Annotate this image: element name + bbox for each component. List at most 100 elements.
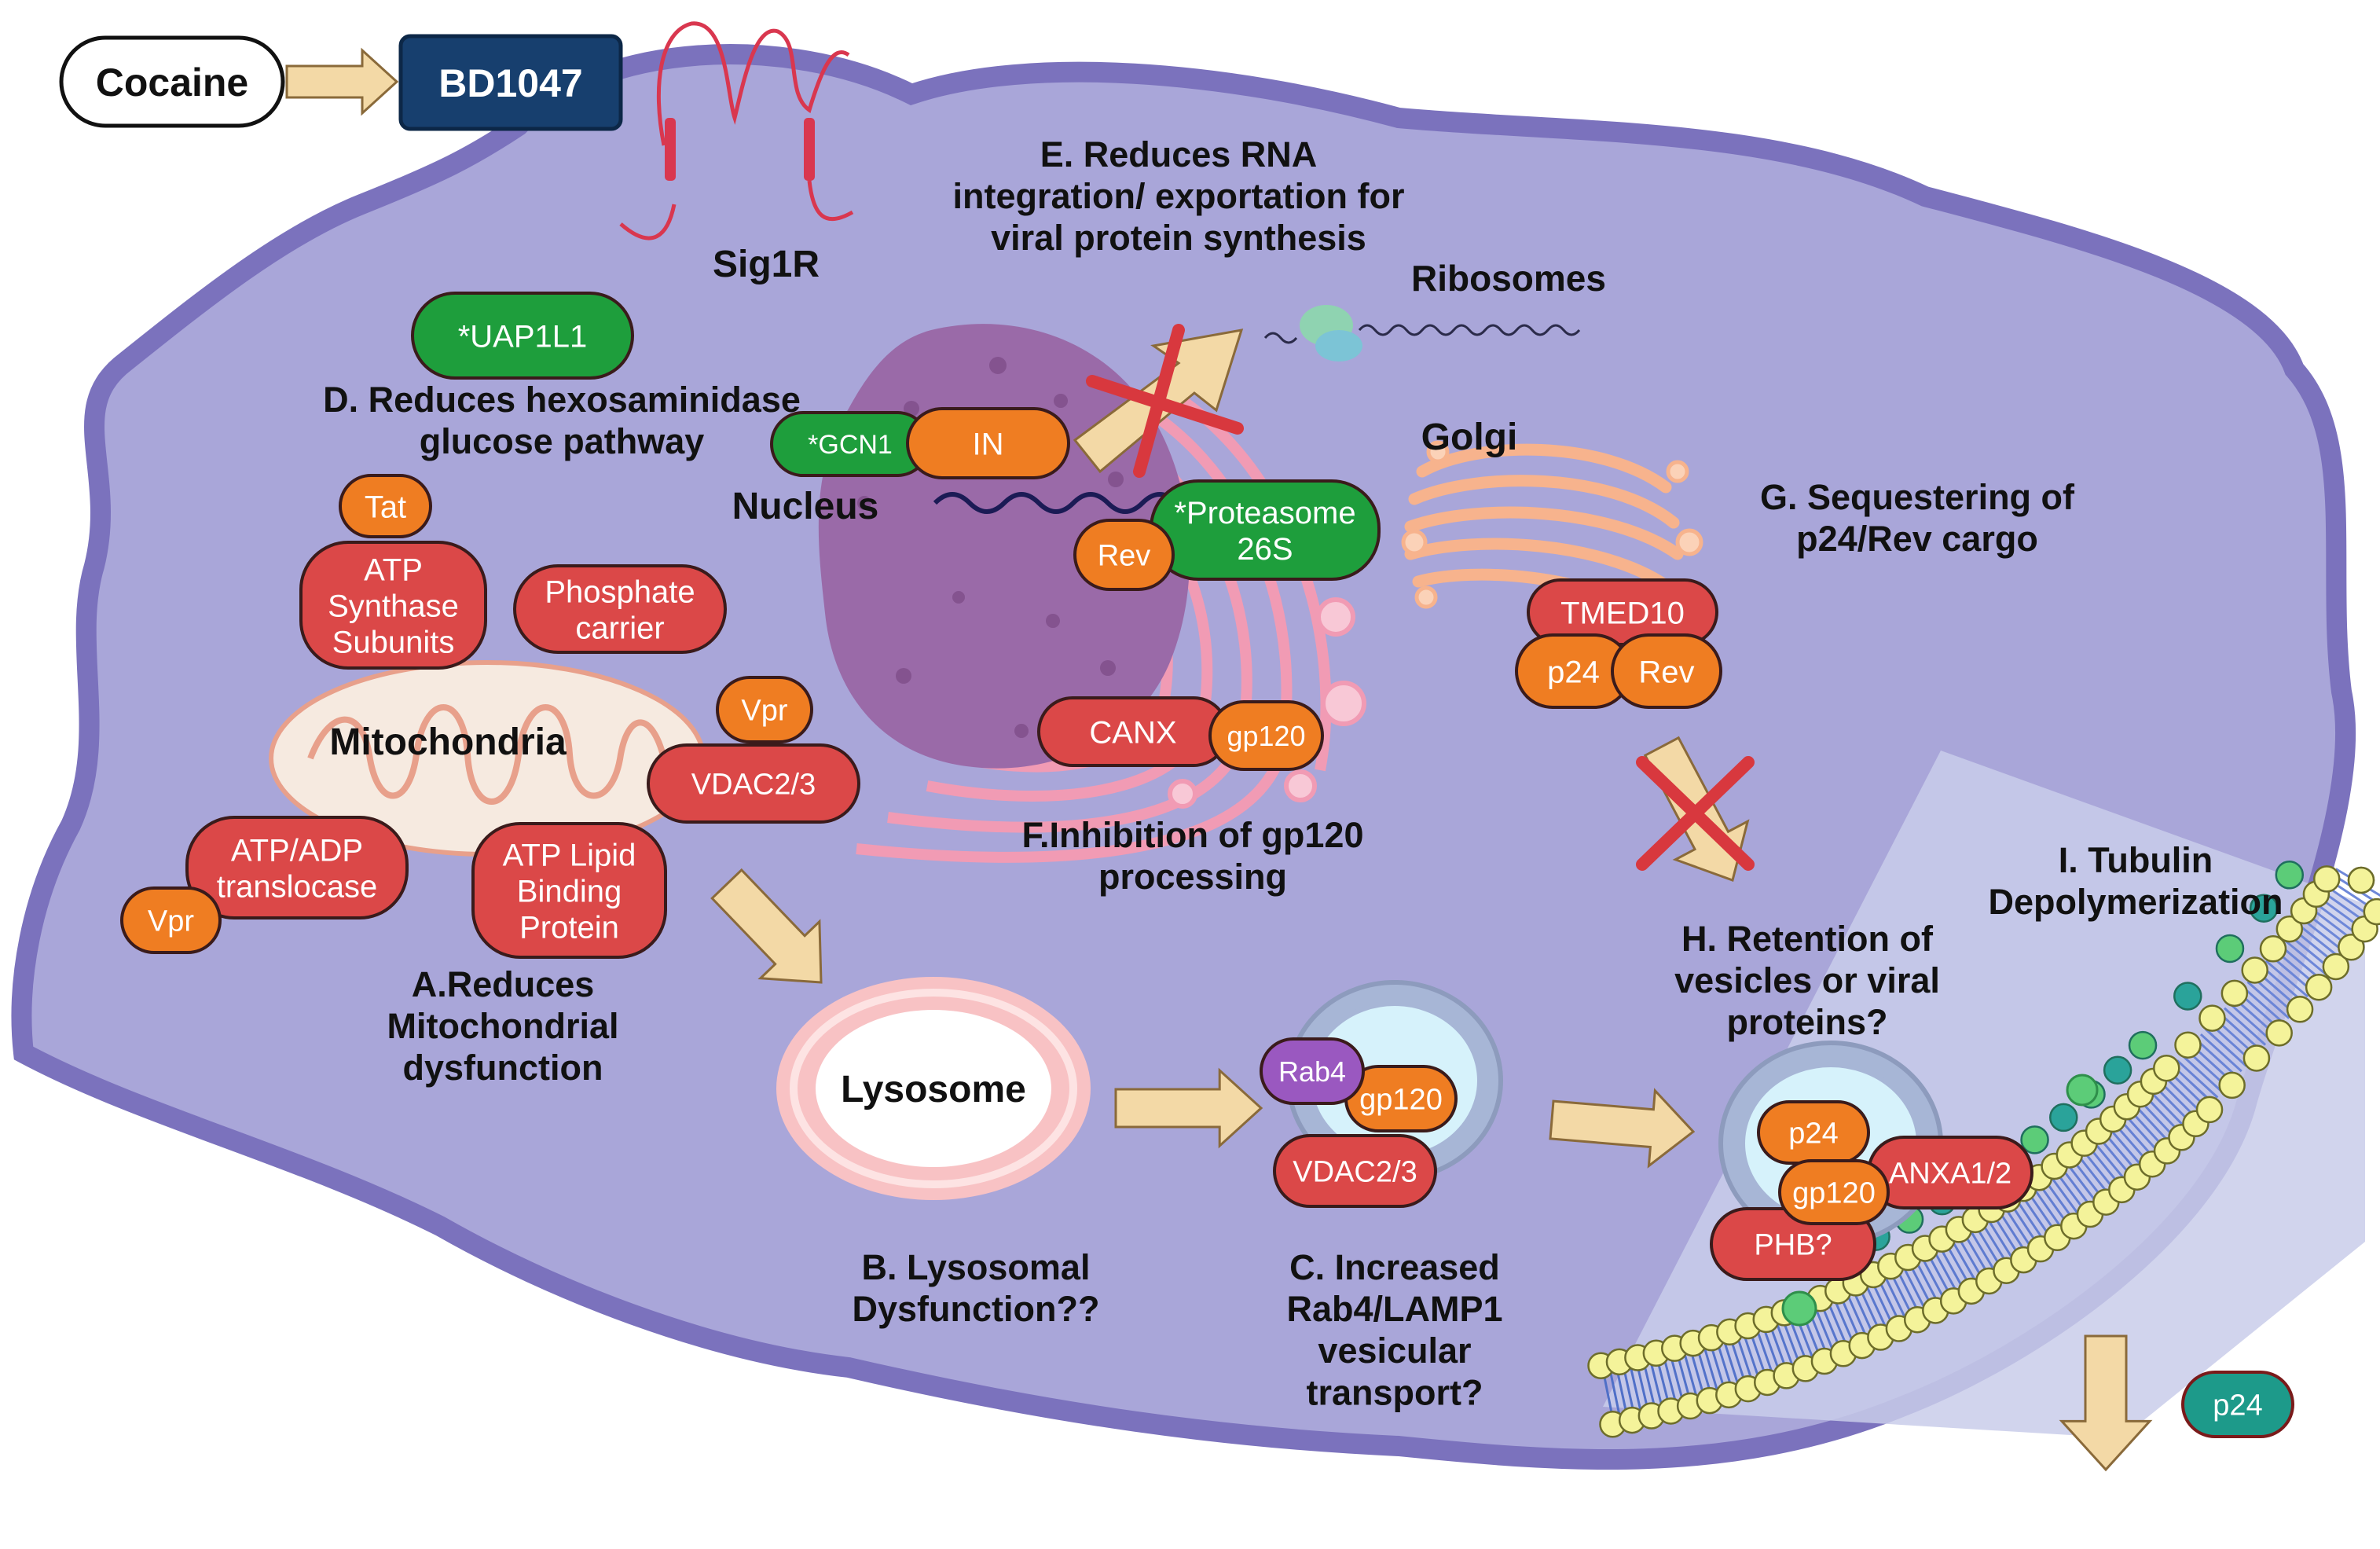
tubulin-bead	[2020, 1125, 2049, 1154]
p24-golgi-pill: p24	[1515, 633, 1632, 709]
tat-text: Tat	[365, 490, 406, 524]
annotation-f-line: F.Inhibition of gp120	[1022, 815, 1364, 855]
annotation-a-line: dysfunction	[403, 1048, 603, 1088]
tubulin-bead	[2173, 982, 2202, 1011]
tubulin-bead	[2049, 1103, 2078, 1132]
vdac-mitochondria-pill: VDAC2/3	[647, 743, 860, 824]
tubulin-bead	[2275, 861, 2305, 890]
phosphate-carrier-text: carrier	[575, 611, 664, 645]
p24-released-pill: p24	[2181, 1371, 2294, 1438]
atp-lipid-binding-text: ATP Lipid	[503, 838, 636, 872]
proteasome-26s-text: *Proteasome	[1174, 496, 1355, 530]
annotation-f-line: processing	[1098, 857, 1287, 897]
rev-nucleus-text: Rev	[1098, 540, 1151, 573]
mitochondria-cristae	[307, 704, 667, 805]
uap1l1-text: *UAP1L1	[458, 319, 588, 354]
annotation-c-line: C. Increased	[1289, 1247, 1500, 1287]
tubulin-monomer	[1781, 1290, 1817, 1327]
gp120-vesicle-text: gp120	[1359, 1084, 1443, 1117]
golgi-label: Golgi	[1421, 417, 1518, 458]
cocaine-label: Cocaine	[96, 61, 249, 105]
sig1r-helix	[804, 118, 815, 181]
sig1r-label: Sig1R	[713, 244, 820, 285]
lipid-head	[2198, 1004, 2226, 1032]
lipid-head	[2195, 1096, 2224, 1124]
gcn1-text: *GCN1	[808, 430, 893, 460]
annotation-i-line: Depolymerization	[1988, 882, 2283, 922]
p24-golgi-text: p24	[1547, 655, 1600, 689]
viral-rna-icon	[933, 492, 1179, 514]
tmed10-text: TMED10	[1560, 596, 1685, 630]
rev-golgi-text: Rev	[1638, 655, 1694, 689]
annotation-h-line: vesicles or viral	[1674, 960, 1940, 1000]
lysosome-inner	[816, 1010, 1051, 1167]
ribosome-icon	[1263, 305, 1581, 362]
lipid-head	[2363, 897, 2380, 926]
lipid-head	[2338, 934, 2365, 961]
tubulin-bead	[2215, 934, 2245, 964]
annotation-e-line: E. Reduces RNA	[1040, 134, 1318, 174]
annotation-h-line: H. Retention of	[1681, 919, 1934, 959]
anxa1-2-pill: ANXA1/2	[1867, 1136, 2033, 1209]
vpr-upper-text: Vpr	[741, 695, 787, 728]
gp120-er-pill: gp120	[1208, 700, 1324, 771]
gcn1-pill: *GCN1	[770, 411, 930, 477]
p24-vesicle-text: p24	[1788, 1118, 1838, 1151]
tubulin-bead	[2249, 894, 2279, 923]
rab4-text: Rab4	[1278, 1055, 1346, 1088]
lysosome-to-vesicle-arrow	[1114, 1067, 1263, 1149]
annotation-d-line: glucose pathway	[420, 421, 705, 461]
sig1r-receptor-icon	[619, 21, 854, 240]
atp-synthase-text: Subunits	[332, 625, 455, 659]
annotation-e-line: integration/ exportation for	[952, 176, 1404, 216]
annotation-c-line: vesicular	[1318, 1331, 1471, 1371]
vpr-pill-upper: Vpr	[716, 676, 813, 743]
lysosome-ring	[790, 989, 1077, 1188]
lipid-head	[2174, 1031, 2202, 1059]
atp-synthase-text: ATP	[364, 552, 423, 587]
mitochondria-to-lysosome-arrow	[710, 868, 823, 984]
gp120-vesicle-pill: gp120	[1344, 1065, 1458, 1132]
phosphate-carrier-text: Phosphate	[545, 574, 695, 609]
mitochondria-label: Mitochondria	[329, 721, 567, 763]
lipid-head	[2242, 1044, 2271, 1072]
atp-lipid-binding-text: Protein	[519, 910, 619, 945]
lipid-head	[2265, 1019, 2293, 1047]
annotation-g-line: p24/Rev cargo	[1796, 519, 2038, 559]
cocaine-badge	[59, 35, 285, 128]
annotation-c-line: transport?	[1307, 1372, 1483, 1412]
lipid-head	[2218, 1071, 2246, 1099]
lipid-head	[2153, 1054, 2180, 1082]
tubulin-bead	[2103, 1055, 2132, 1085]
annotation-c-line: Rab4/LAMP1	[1286, 1289, 1502, 1329]
tubulin-monomer	[2066, 1074, 2099, 1107]
vpr-pill-lower: Vpr	[120, 886, 222, 954]
proteasome-26s-text: 26S	[1237, 532, 1293, 567]
atp-adp-translocase-text: translocase	[217, 869, 378, 904]
block-x-icon	[1636, 756, 1755, 871]
cocaine-to-bd1047-arrow	[285, 47, 399, 116]
lipid-heads-inner	[1599, 866, 2380, 1438]
rev-nucleus-pill: Rev	[1073, 519, 1175, 591]
tat-pill: Tat	[339, 474, 432, 538]
annotation-i-line: I. Tubulin	[2059, 840, 2213, 880]
annotation-h-line: proteins?	[1726, 1002, 1887, 1042]
sig1r-helix	[665, 118, 676, 181]
lipid-head	[2347, 866, 2375, 894]
annotation-g-line: G. Sequestering of	[1760, 477, 2075, 517]
canx-text: CANX	[1089, 715, 1176, 750]
er-vesicle	[1321, 681, 1366, 726]
annotation-e-line: viral protein synthesis	[991, 218, 1366, 258]
phb-text: PHB?	[1754, 1229, 1832, 1262]
